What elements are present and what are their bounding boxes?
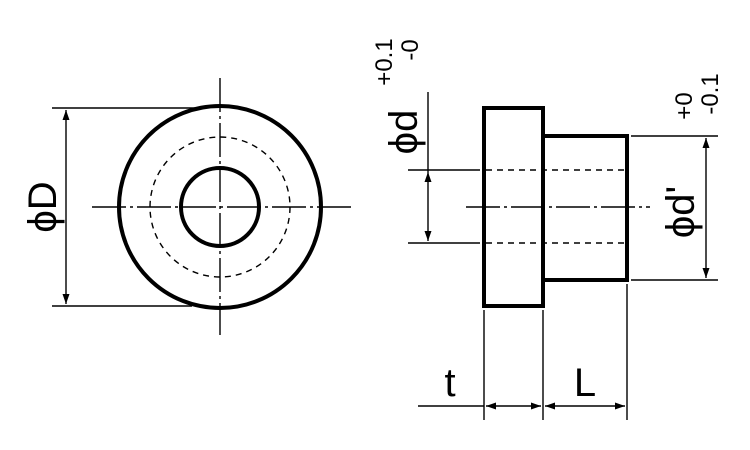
shank-tolerance-upper: +0 [671, 92, 698, 119]
outer-diameter-label: ϕD [21, 181, 65, 232]
outer-flange-circle [117, 104, 323, 310]
shank-hidden-circle [149, 136, 291, 278]
shank-outline [543, 134, 629, 282]
shank-diameter-label: ϕd' [659, 186, 703, 238]
bore-tolerance-upper: +0.1 [371, 38, 398, 85]
bore-circle [179, 166, 261, 248]
bore-tolerance-lower: -0 [397, 39, 424, 60]
bore-diameter-label: ϕd [382, 110, 426, 155]
front-view: ϕD [21, 78, 352, 335]
side-view: ϕd +0.1 -0 ϕd' +0 -0.1 t L [371, 38, 724, 420]
shank-tolerance-lower: -0.1 [697, 73, 724, 114]
flange-thickness-label: t [444, 361, 455, 405]
shank-length-label: L [574, 361, 596, 405]
